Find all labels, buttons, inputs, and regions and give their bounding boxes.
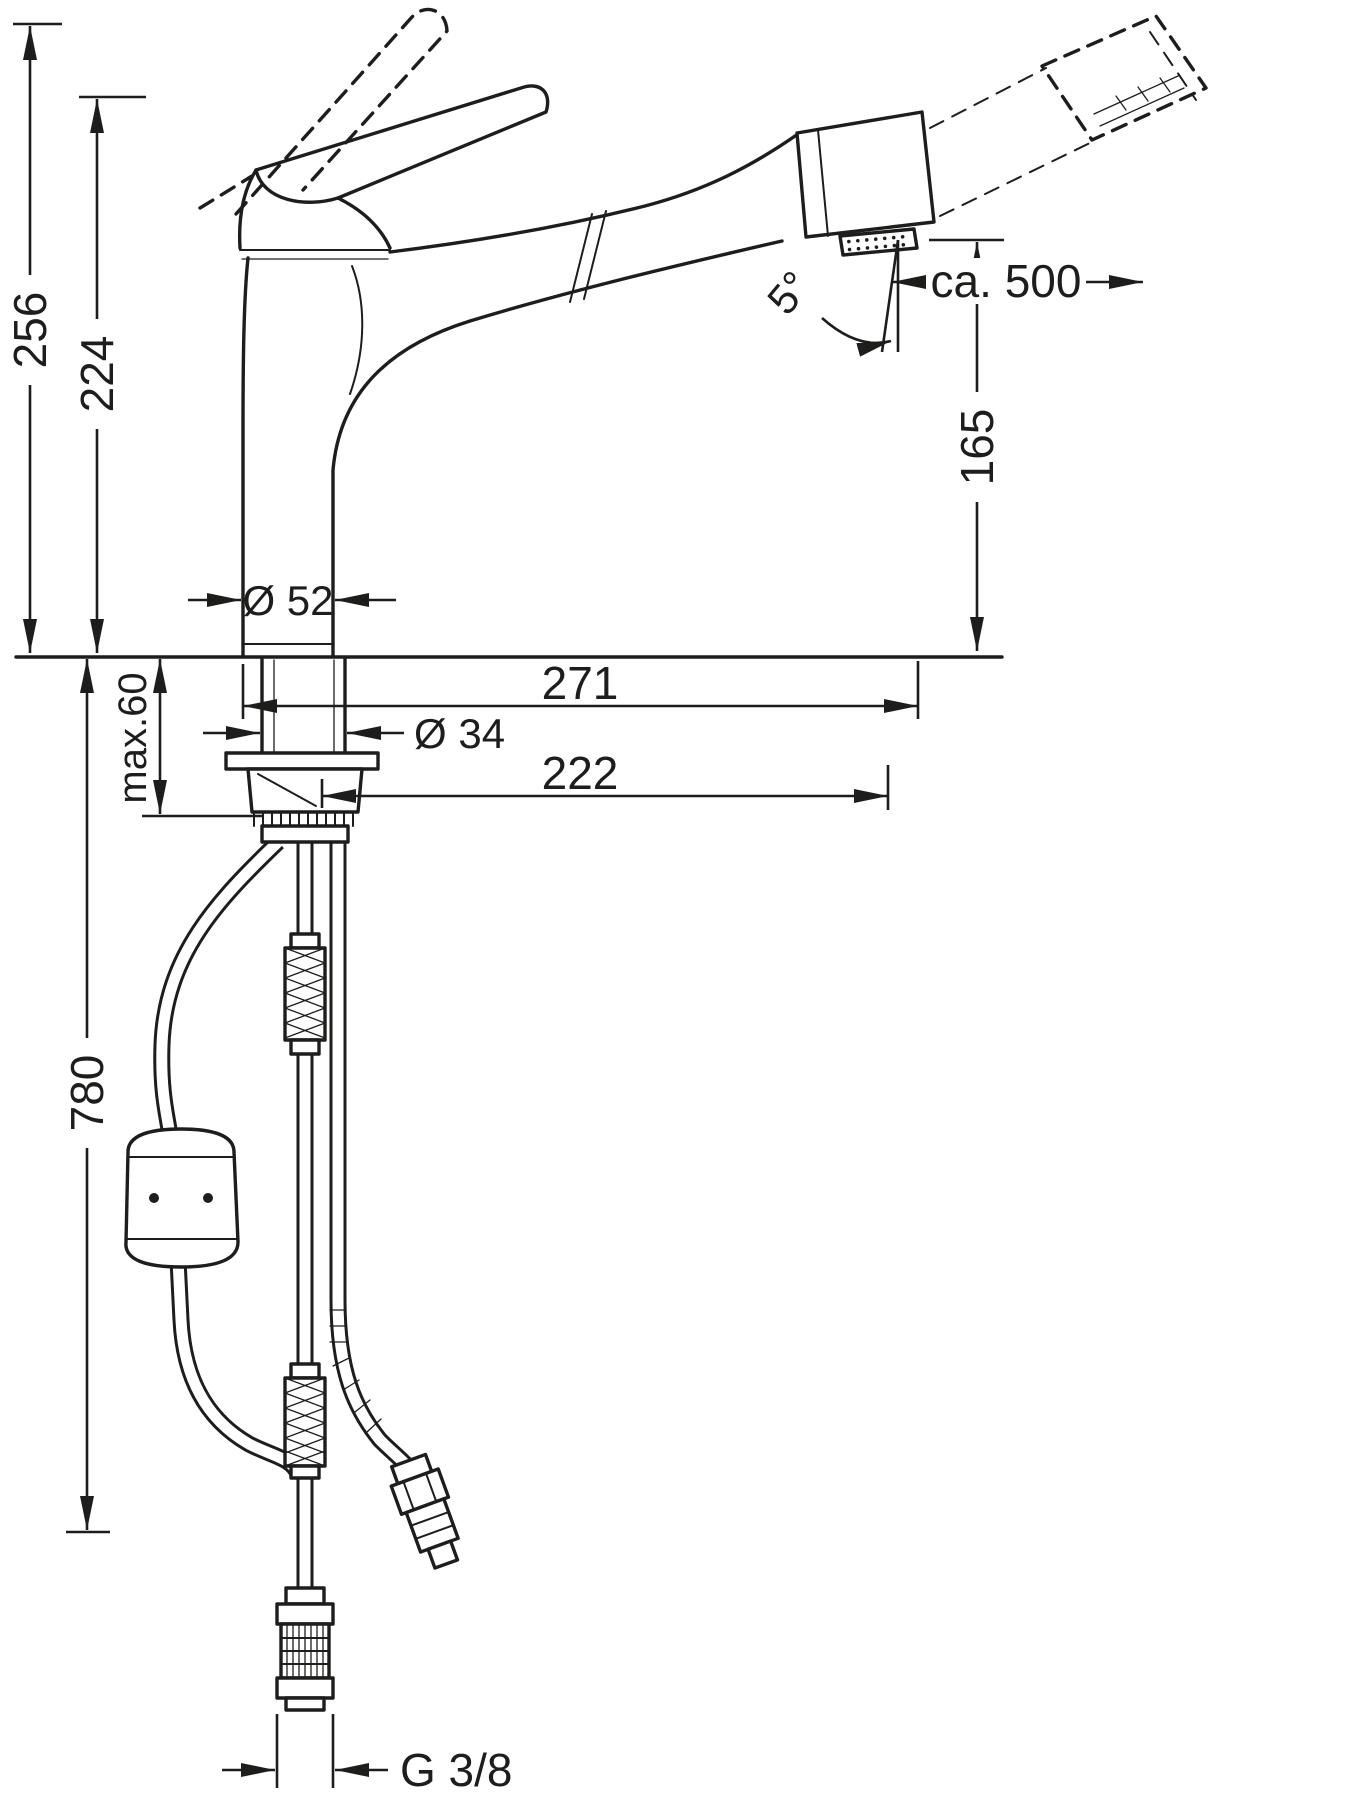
dim-spray-angle: 5° bbox=[758, 239, 900, 357]
handle-alt-position-dashed bbox=[198, 7, 449, 216]
dim-handle-height: 224 bbox=[71, 95, 146, 653]
mounting-nut-teeth bbox=[253, 811, 354, 827]
dimension-annotations: 256 224 165 5° bbox=[4, 22, 1143, 1796]
dim-connection-thread: G 3/8 bbox=[222, 1714, 513, 1796]
dim-body-diameter: Ø 52 bbox=[188, 577, 396, 624]
faucet-body bbox=[241, 132, 800, 658]
dim-outlet-height-label: 165 bbox=[951, 409, 1003, 486]
faucet-handle bbox=[237, 84, 550, 260]
weight-screw bbox=[203, 1193, 213, 1203]
spray-head bbox=[795, 110, 936, 257]
below-deck-hardware bbox=[224, 657, 380, 844]
hose-weight bbox=[124, 1127, 240, 1269]
spray-head-extended-dashed bbox=[929, 14, 1208, 217]
dim-pullout-extension: ca. 500 bbox=[892, 255, 1143, 307]
connection-nut bbox=[275, 1586, 335, 1712]
dim-hose-length-label: 780 bbox=[61, 1055, 113, 1132]
aerator-dots bbox=[847, 235, 906, 252]
dim-body-diameter-label: Ø 52 bbox=[242, 577, 333, 624]
dim-pullout-extension-label: ca. 500 bbox=[931, 255, 1082, 307]
dim-spout-reach-label: 271 bbox=[542, 657, 619, 709]
dim-max-deck-thickness-label: max.60 bbox=[111, 672, 155, 803]
dim-outlet-height: 165 bbox=[929, 238, 1004, 651]
dim-outlet-reach-label: 222 bbox=[542, 747, 619, 799]
dim-spray-angle-label: 5° bbox=[758, 262, 820, 323]
dim-hose-length: 780 bbox=[61, 659, 113, 1534]
dim-shank-diameter-label: Ø 34 bbox=[414, 710, 505, 757]
dim-spout-reach: 271 bbox=[241, 657, 920, 719]
hose-coupling-upper bbox=[283, 932, 327, 1056]
weight-screw bbox=[149, 1193, 159, 1203]
hose-coupling-lower bbox=[283, 1362, 327, 1480]
dim-max-deck-thickness: max.60 bbox=[111, 659, 262, 818]
dim-shank-diameter: Ø 34 bbox=[203, 710, 505, 757]
dim-outlet-reach: 222 bbox=[320, 747, 890, 810]
dim-connection-thread-label: G 3/8 bbox=[400, 1744, 513, 1796]
dim-handle-height-label: 224 bbox=[71, 336, 123, 413]
dim-total-height: 256 bbox=[4, 22, 62, 653]
elbow-fitting bbox=[389, 1452, 460, 1570]
dim-total-height-label: 256 bbox=[4, 292, 56, 369]
